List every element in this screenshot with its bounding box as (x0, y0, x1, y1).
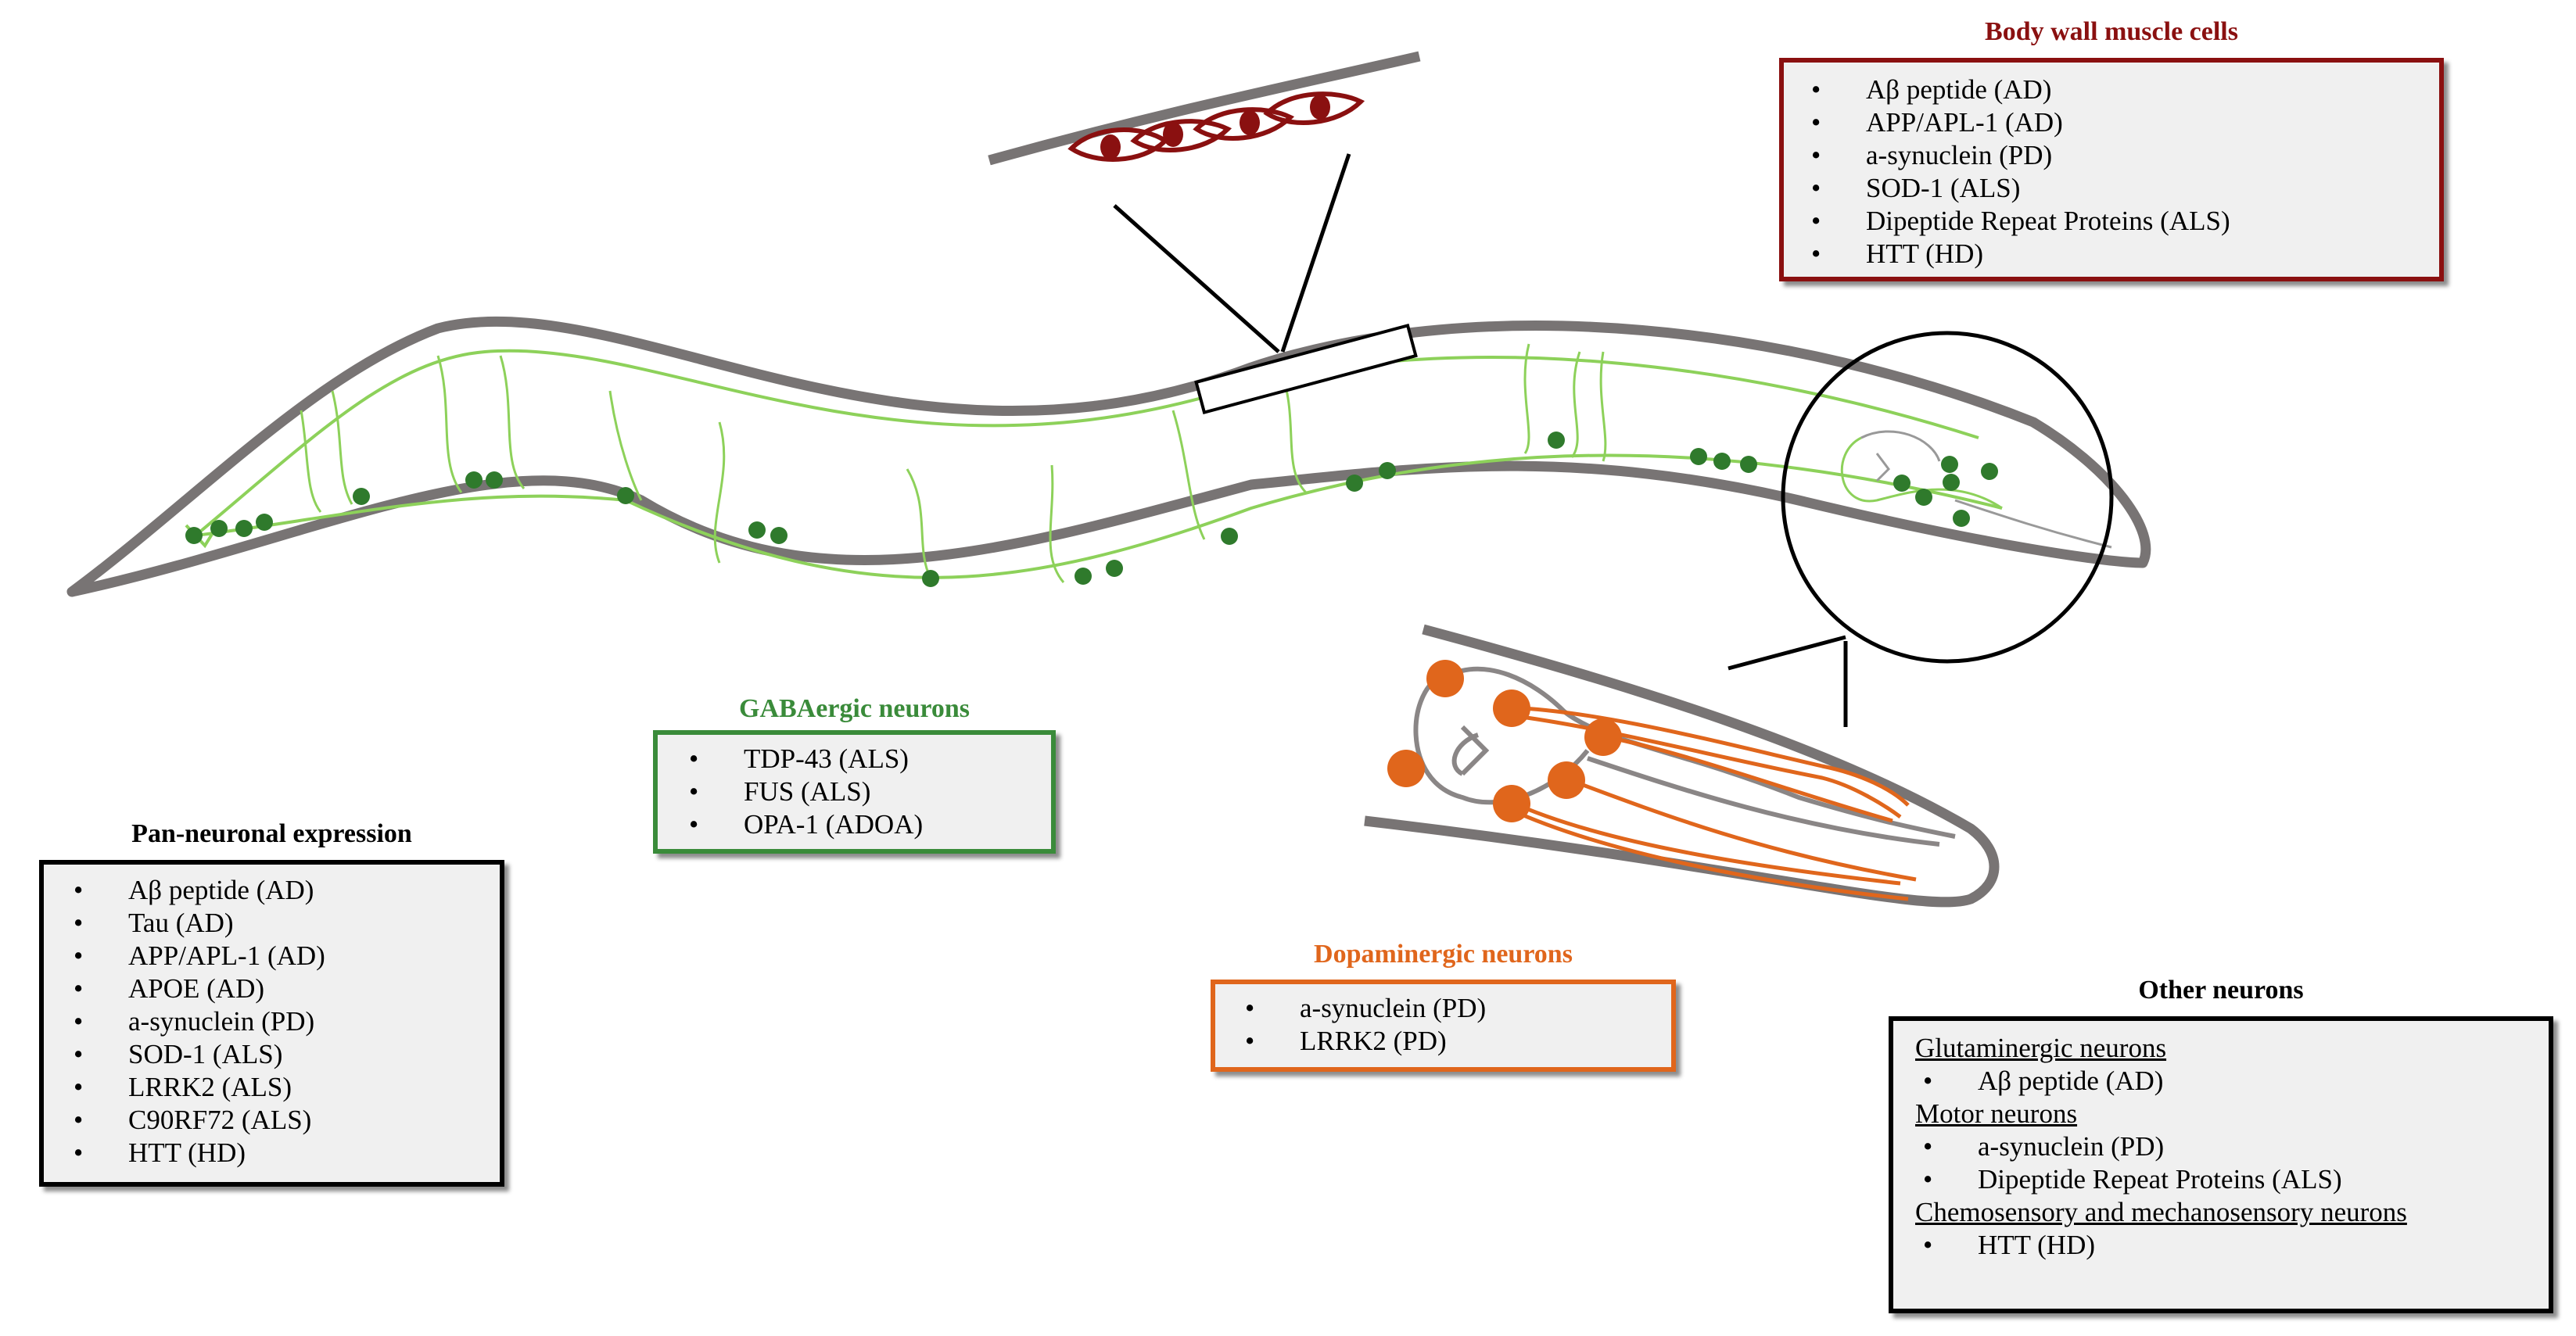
list-item: HTT (HD) (1923, 1229, 2549, 1262)
magnifier-pointer-left (1727, 635, 1846, 671)
list-item: OPA-1 (ADOA) (689, 808, 1051, 841)
head-magnifier-circle (1781, 331, 2114, 664)
list-item: APP/APL-1 (AD) (74, 940, 500, 972)
ventral-nerve-cord (195, 453, 2003, 579)
other-neurons-title: Other neurons (2138, 976, 2304, 1005)
gaba-neuron-dots (185, 432, 1757, 587)
pan-neuronal-title: Pan-neuronal expression (131, 819, 412, 848)
body-wall-inset-outline (988, 51, 1421, 166)
dorsal-nerve-cord (194, 349, 1979, 537)
list-item: Aβ peptide (AD) (1923, 1065, 2549, 1098)
group-label: Glutaminergic neurons (1915, 1033, 2167, 1063)
list-item: a-synuclein (PD) (1811, 139, 2439, 172)
gaba-box: TDP-43 (ALS) FUS (ALS) OPA-1 (ADOA) (653, 730, 1056, 854)
list-item: APP/APL-1 (AD) (1811, 106, 2439, 139)
dopaminergic-neuron-dots (1387, 660, 1622, 822)
group-label: Motor neurons (1915, 1098, 2078, 1129)
list-item: a-synuclein (PD) (1923, 1130, 2549, 1163)
dopaminergic-title: Dopaminergic neurons (1314, 940, 1573, 969)
list-item: Dipeptide Repeat Proteins (ALS) (1811, 205, 2439, 238)
list-item: LRRK2 (PD) (1245, 1025, 1671, 1058)
head-neuron-dots (1893, 456, 1998, 527)
inset-orange-nerves (1508, 705, 1917, 901)
muscle-cell-nuclei (1100, 95, 1330, 159)
other-neurons-box: Glutaminergic neurons Aβ peptide (AD) Mo… (1889, 1016, 2553, 1313)
body-wall-highlight-box (1194, 323, 1418, 415)
zoom-line-right (1280, 153, 1351, 353)
group-label: Chemosensory and mechanosensory neurons (1915, 1197, 2407, 1227)
list-item: Tau (AD) (74, 907, 500, 940)
list-item: Aβ peptide (AD) (1811, 73, 2439, 106)
list-item: a-synuclein (PD) (74, 1005, 500, 1038)
worm-body-outline (66, 317, 2151, 597)
list-item: Dipeptide Repeat Proteins (ALS) (1923, 1163, 2549, 1196)
head-nerve-ring (1840, 430, 2112, 549)
list-item: Aβ peptide (AD) (74, 874, 500, 907)
pan-neuronal-box: Aβ peptide (AD) Tau (AD) APP/APL-1 (AD) … (39, 860, 504, 1187)
list-item: TDP-43 (ALS) (689, 743, 1051, 775)
body-wall-box: Aβ peptide (AD) APP/APL-1 (AD) a-synucle… (1779, 58, 2444, 281)
list-item: HTT (HD) (1811, 238, 2439, 270)
list-item: SOD-1 (ALS) (74, 1038, 500, 1071)
list-item: HTT (HD) (74, 1137, 500, 1169)
zoom-line-left (1113, 204, 1280, 353)
dopaminergic-box: a-synuclein (PD) LRRK2 (PD) (1211, 980, 1676, 1072)
commissures (300, 343, 1607, 583)
list-item: APOE (AD) (74, 972, 500, 1005)
list-item: FUS (ALS) (689, 775, 1051, 808)
list-item: LRRK2 (ALS) (74, 1071, 500, 1104)
list-item: C90RF72 (ALS) (74, 1104, 500, 1137)
list-item: SOD-1 (ALS) (1811, 172, 2439, 205)
body-wall-title: Body wall muscle cells (1985, 17, 2238, 46)
list-item: a-synuclein (PD) (1245, 992, 1671, 1025)
gaba-title: GABAergic neurons (739, 694, 970, 723)
